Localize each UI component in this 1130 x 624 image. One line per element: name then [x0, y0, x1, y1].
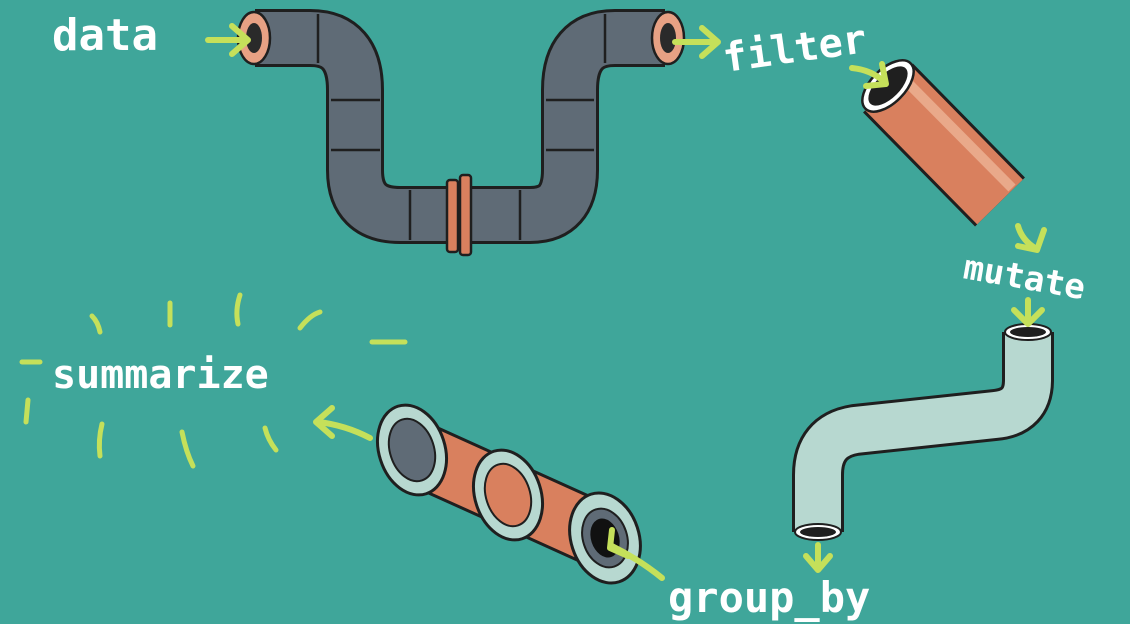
gray-u-pipe-icon: [238, 12, 684, 255]
copper-spool-pipe-icon: [366, 396, 651, 592]
step-label-summarize: summarize: [52, 352, 269, 398]
step-label-filter: filter: [720, 16, 869, 82]
pale-s-pipe-icon: [795, 324, 1051, 540]
step-label-mutate: mutate: [960, 247, 1088, 308]
step-label-data: data: [52, 10, 158, 61]
step-label-group-by: group_by: [668, 573, 870, 622]
